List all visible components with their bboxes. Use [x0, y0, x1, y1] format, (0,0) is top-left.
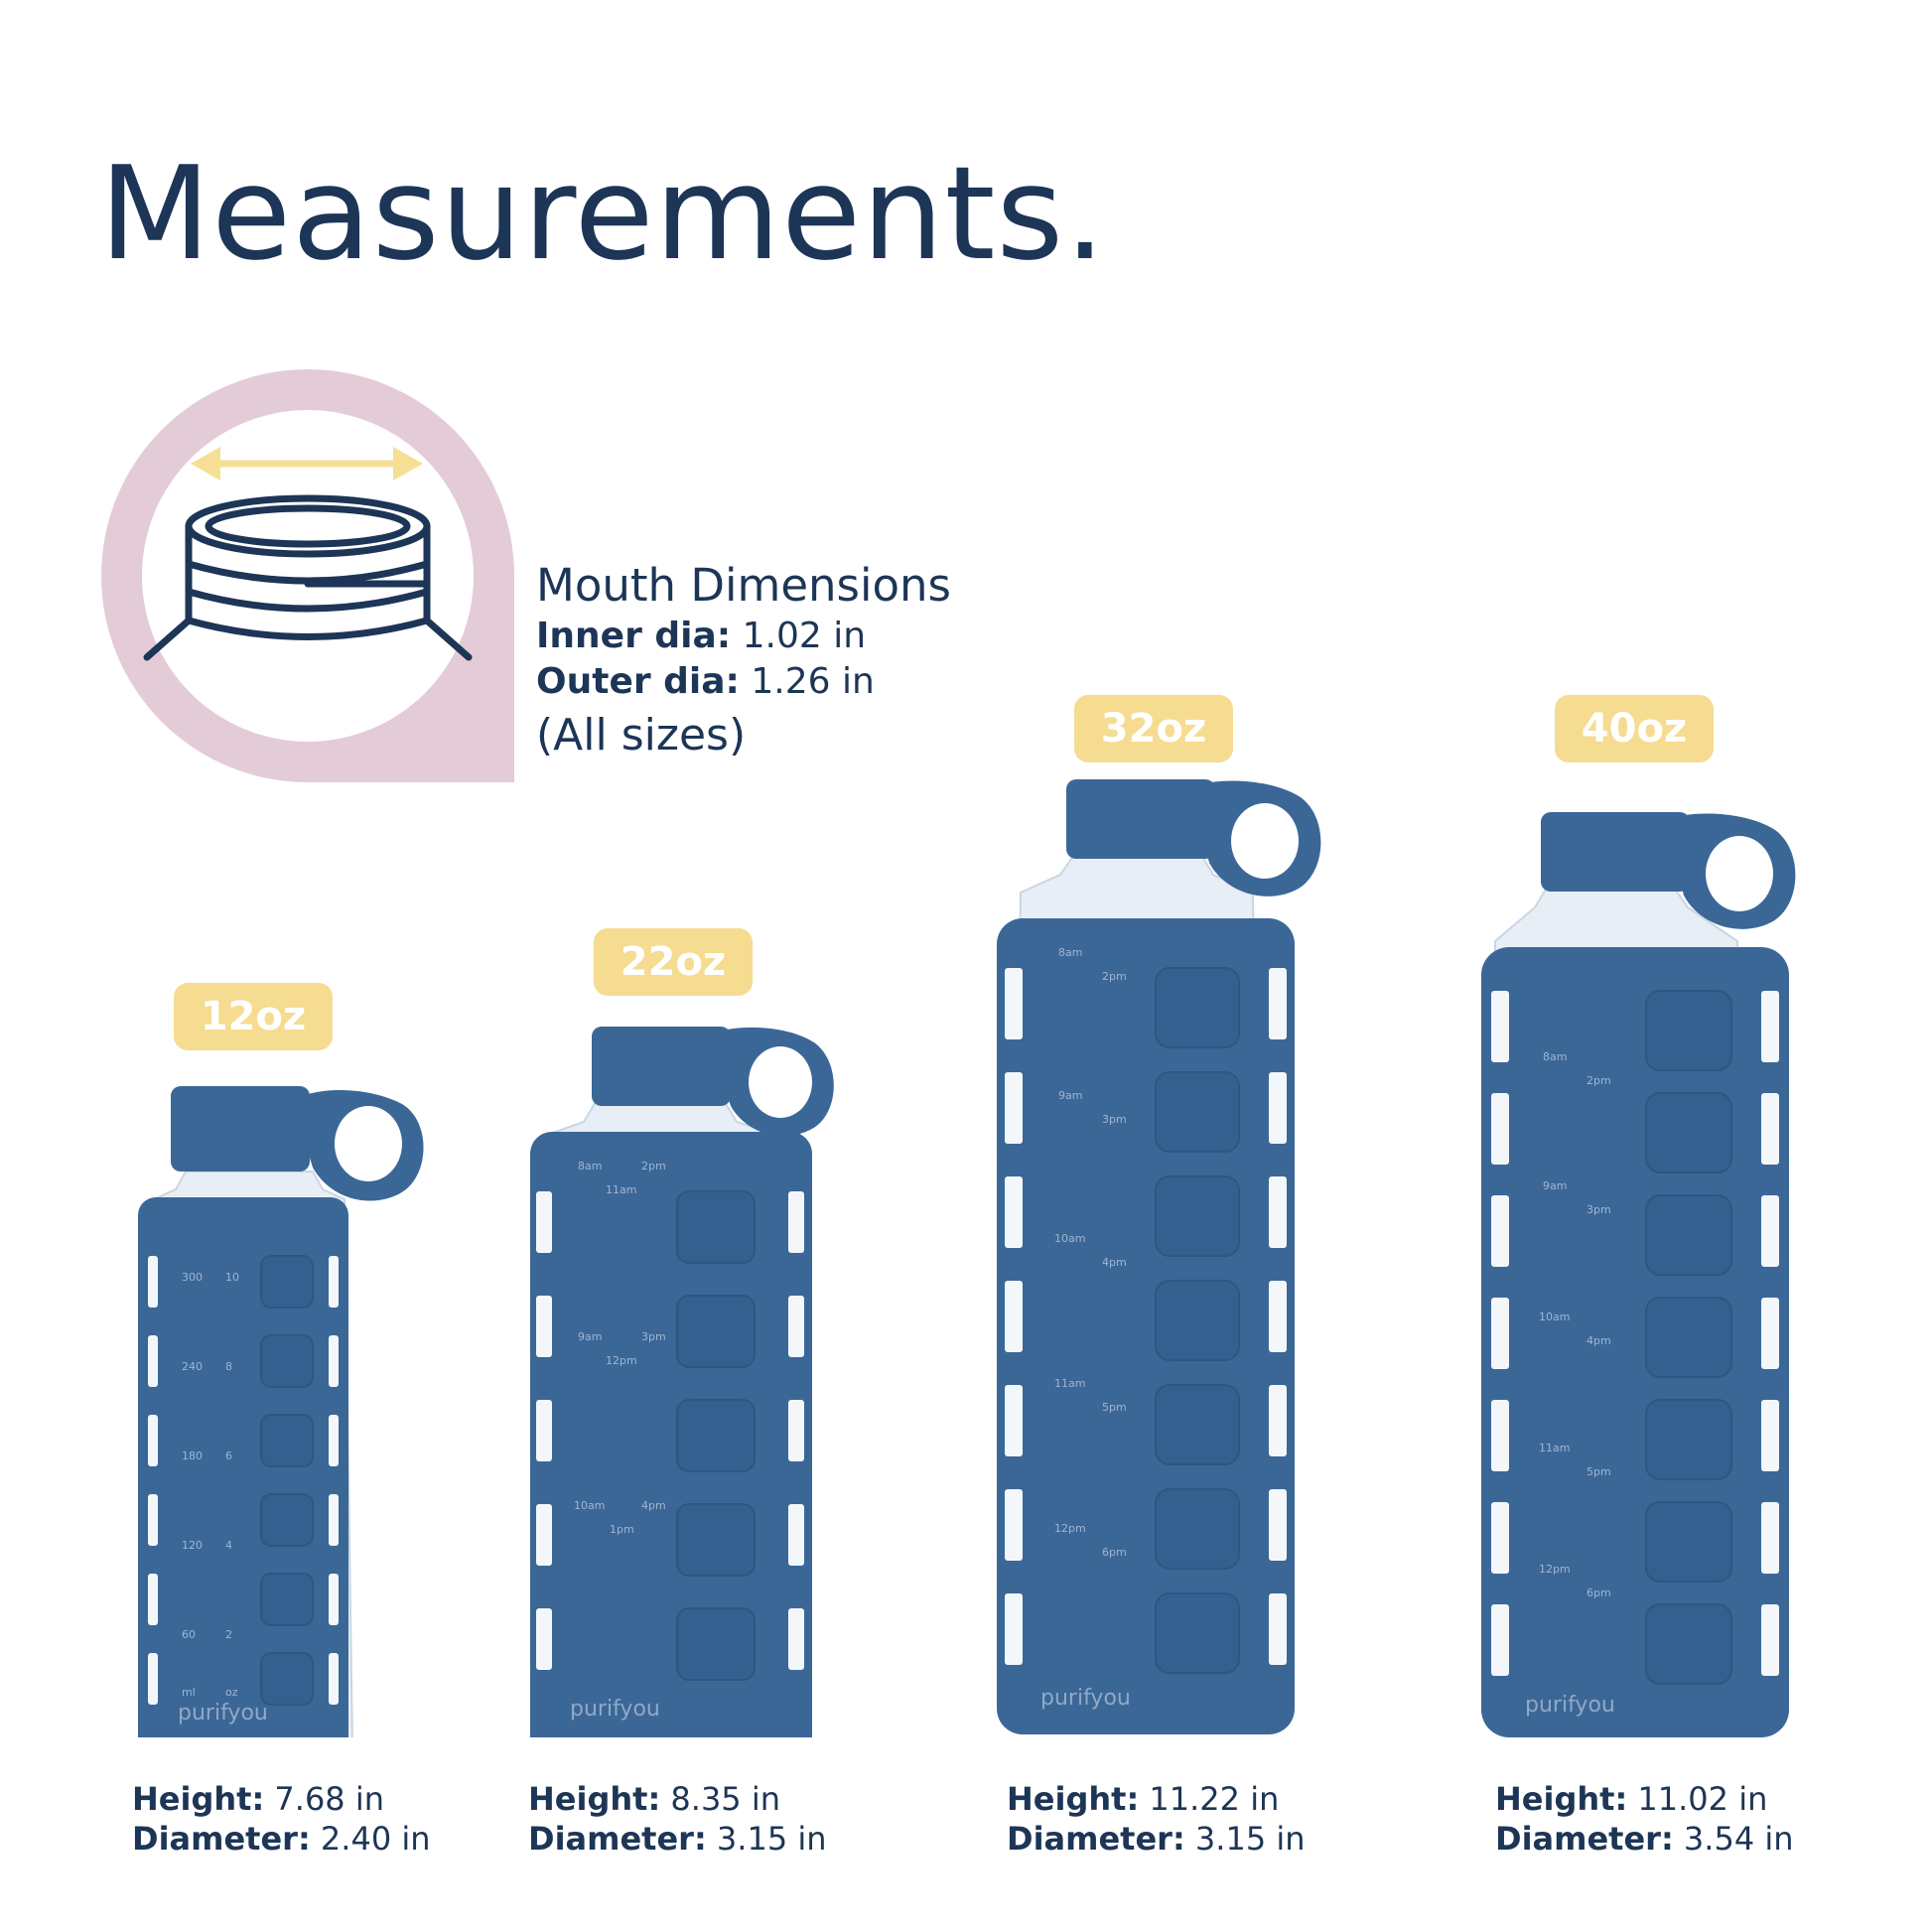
graduation-label: 60 [182, 1628, 196, 1641]
height-label: Height: [1495, 1780, 1628, 1818]
graduation-label: 9am [1543, 1179, 1567, 1192]
height-label: Height: [528, 1780, 661, 1818]
bottle-40oz-image: 8am 2pm 9am 3pm 10am 4pm 11am 5pm 12pm 6… [1481, 812, 1796, 1737]
graduation-label: 240 [182, 1360, 203, 1373]
graduation-label: 12pm [1539, 1563, 1571, 1576]
graduation-label: 11am [1539, 1442, 1570, 1454]
size-badge-32oz: 32oz [1074, 695, 1233, 762]
inner-diameter-label: Inner dia: [536, 616, 732, 656]
dimensions-40oz: Height: 11.02 in Diameter: 3.54 in [1495, 1779, 1794, 1859]
height-value: 11.02 in [1637, 1780, 1768, 1818]
bottle-22oz-image: 8am 2pm 11am 9am 3pm 12pm 10am 4pm 1pm p… [530, 1027, 834, 1737]
height-line: Height: 7.68 in [132, 1779, 431, 1819]
diameter-label: Diameter: [1495, 1820, 1674, 1858]
graduation-label: 10am [1539, 1311, 1570, 1323]
diameter-line: Diameter: 3.15 in [528, 1819, 827, 1859]
outer-diameter: Outer dia: 1.26 in [536, 659, 951, 705]
graduation-label: 300 [182, 1271, 203, 1284]
graduation-label: 2pm [1102, 970, 1127, 983]
bottle-12oz-image: 300 10 240 8 180 6 120 4 60 2 ml oz puri… [138, 1086, 424, 1737]
size-badge-12oz: 12oz [174, 983, 333, 1050]
graduation-label: 8am [578, 1160, 602, 1173]
height-label: Height: [132, 1780, 265, 1818]
graduation-label: 11am [606, 1183, 636, 1196]
size-badge-22oz: 22oz [594, 928, 753, 996]
double-arrow-icon [191, 447, 423, 481]
dimensions-22oz: Height: 8.35 in Diameter: 3.15 in [528, 1779, 827, 1859]
graduation-label: 8am [1543, 1050, 1567, 1063]
diameter-line: Diameter: 3.54 in [1495, 1819, 1794, 1859]
graduation-label: 6 [225, 1449, 232, 1462]
sleeve-windows [536, 1191, 804, 1670]
size-badge-40oz: 40oz [1555, 695, 1714, 762]
graduation-label: 12pm [1054, 1522, 1086, 1535]
graduation-label: 8 [225, 1360, 232, 1373]
height-line: Height: 8.35 in [528, 1779, 827, 1819]
diameter-value: 3.54 in [1683, 1820, 1794, 1858]
sleeve-windows [1005, 968, 1287, 1665]
diameter-line: Diameter: 2.40 in [132, 1819, 431, 1859]
graduation-label: 6pm [1587, 1587, 1611, 1599]
all-sizes-note: (All sizes) [536, 710, 747, 760]
graduation-label: 2pm [641, 1160, 666, 1173]
height-value: 8.35 in [670, 1780, 780, 1818]
diameter-line: Diameter: 3.15 in [1007, 1819, 1306, 1859]
graduation-label: 12pm [606, 1354, 637, 1367]
graduation-label: 6pm [1102, 1546, 1127, 1559]
graduation-label: oz [225, 1686, 238, 1699]
inner-diameter: Inner dia: 1.02 in [536, 614, 951, 659]
outer-diameter-value: 1.26 in [751, 661, 875, 702]
page-title: Measurements. [99, 138, 1107, 289]
sleeve-windows [148, 1256, 339, 1705]
height-label: Height: [1007, 1780, 1140, 1818]
diameter-label: Diameter: [1007, 1820, 1185, 1858]
graduation-label: 3pm [1102, 1113, 1127, 1126]
graduation-label: 10am [1054, 1232, 1085, 1245]
graduation-label: 180 [182, 1449, 203, 1462]
brand-logo: purifyou [178, 1701, 268, 1725]
graduation-label: 8am [1058, 946, 1082, 959]
graduation-label: 4pm [641, 1499, 666, 1512]
graduation-label: 4pm [1102, 1256, 1127, 1269]
graduation-label: 9am [578, 1330, 602, 1343]
height-line: Height: 11.22 in [1007, 1779, 1306, 1819]
bottle-32oz-image: 8am 2pm 9am 3pm 10am 4pm 11am 5pm 12pm 6… [997, 779, 1321, 1734]
diameter-value: 2.40 in [320, 1820, 431, 1858]
graduation-label: 4 [225, 1539, 232, 1552]
brand-logo: purifyou [570, 1697, 660, 1722]
graduation-label: 10am [574, 1499, 605, 1512]
graduation-label: 2 [225, 1628, 232, 1641]
graduation-label: 9am [1058, 1089, 1082, 1102]
graduation-label: 10 [225, 1271, 239, 1284]
diameter-value: 3.15 in [716, 1820, 827, 1858]
graduation-label: 11am [1054, 1377, 1085, 1390]
diameter-label: Diameter: [528, 1820, 707, 1858]
dimensions-32oz: Height: 11.22 in Diameter: 3.15 in [1007, 1779, 1306, 1859]
mouth-heading: Mouth Dimensions [536, 559, 951, 612]
diameter-label: Diameter: [132, 1820, 311, 1858]
diameter-value: 3.15 in [1194, 1820, 1306, 1858]
inner-diameter-value: 1.02 in [742, 616, 867, 656]
graduation-label: 5pm [1587, 1465, 1611, 1478]
graduation-label: 120 [182, 1539, 203, 1552]
brand-logo: purifyou [1525, 1693, 1615, 1718]
bottle-mouth-icon [101, 369, 514, 782]
brand-logo: purifyou [1040, 1686, 1131, 1711]
height-line: Height: 11.02 in [1495, 1779, 1794, 1819]
mouth-dimensions: Mouth Dimensions Inner dia: 1.02 in Oute… [536, 558, 951, 766]
dimensions-12oz: Height: 7.68 in Diameter: 2.40 in [132, 1779, 431, 1859]
graduation-label: ml [182, 1686, 196, 1699]
outer-diameter-label: Outer dia: [536, 661, 740, 702]
graduation-label: 1pm [610, 1523, 634, 1536]
graduation-label: 3pm [641, 1330, 666, 1343]
graduation-label: 3pm [1587, 1203, 1611, 1216]
height-value: 11.22 in [1149, 1780, 1280, 1818]
graduation-label: 5pm [1102, 1401, 1127, 1414]
height-value: 7.68 in [274, 1780, 384, 1818]
sleeve-windows [1491, 991, 1779, 1676]
graduation-label: 2pm [1587, 1074, 1611, 1087]
graduation-label: 4pm [1587, 1334, 1611, 1347]
